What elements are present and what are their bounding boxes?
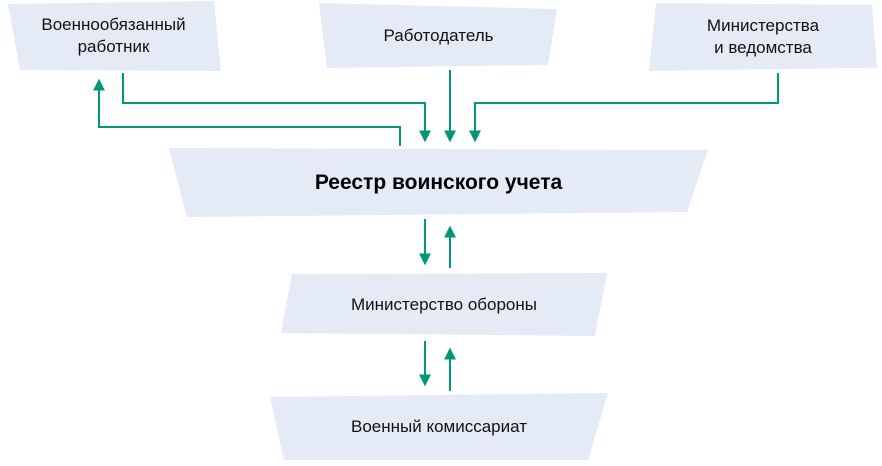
node-employer: Работодатель	[319, 3, 558, 68]
arrow-worker-to-registry	[122, 73, 431, 143]
node-defense-label: Министерство обороны	[350, 294, 537, 314]
node-worker: Военнообязанный работник	[8, 1, 221, 71]
node-worker-label-line2: работник	[77, 37, 150, 56]
node-ministries: Министерства и ведомства	[648, 3, 878, 71]
node-worker-label-line1: Военнообязанный	[41, 15, 186, 34]
arrow-ministries-to-registry	[469, 73, 779, 143]
node-defense: Министерство обороны	[281, 273, 607, 336]
node-commissariat-label: Военный комиссариат	[350, 417, 527, 436]
node-commissariat: Военный комиссариат	[270, 393, 608, 460]
node-ministries-label-line2: и ведомства	[714, 38, 812, 57]
arrow-registry-to-worker	[93, 78, 401, 146]
node-ministries-label-line1: Министерства	[706, 16, 820, 35]
node-registry: Реестр воинского учета	[169, 147, 708, 218]
node-employer-label: Работодатель	[383, 25, 494, 45]
node-registry-label: Реестр воинского учета	[314, 170, 563, 194]
